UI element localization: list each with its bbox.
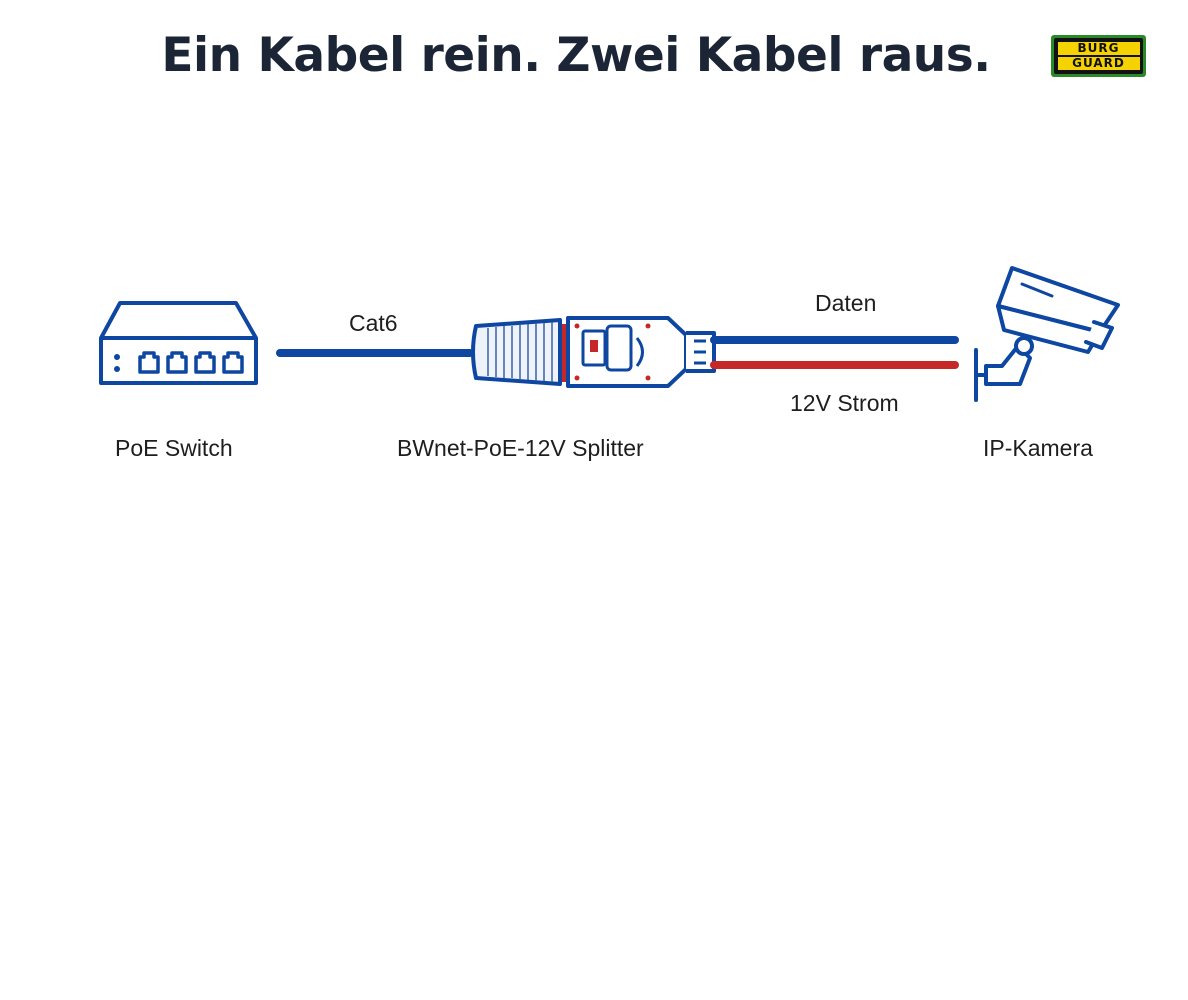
logo-line-2: GUARD <box>1057 57 1140 70</box>
camera-label: IP-Kamera <box>983 435 1093 461</box>
burg-guard-logo: BURG GUARD <box>1051 35 1146 77</box>
data-label: Daten <box>815 290 877 316</box>
switch-label: PoE Switch <box>115 435 233 461</box>
power-label: 12V Strom <box>790 390 899 416</box>
ip-camera-icon <box>974 266 1120 402</box>
page-title: Ein Kabel rein. Zwei Kabel raus. <box>161 28 991 83</box>
poe-splitter-icon <box>471 316 716 388</box>
splitter-label: BWnet-PoE-12V Splitter <box>397 435 644 461</box>
logo-line-1: BURG <box>1057 42 1140 55</box>
network-switch-icon <box>99 301 258 385</box>
cat6-label: Cat6 <box>349 310 398 336</box>
